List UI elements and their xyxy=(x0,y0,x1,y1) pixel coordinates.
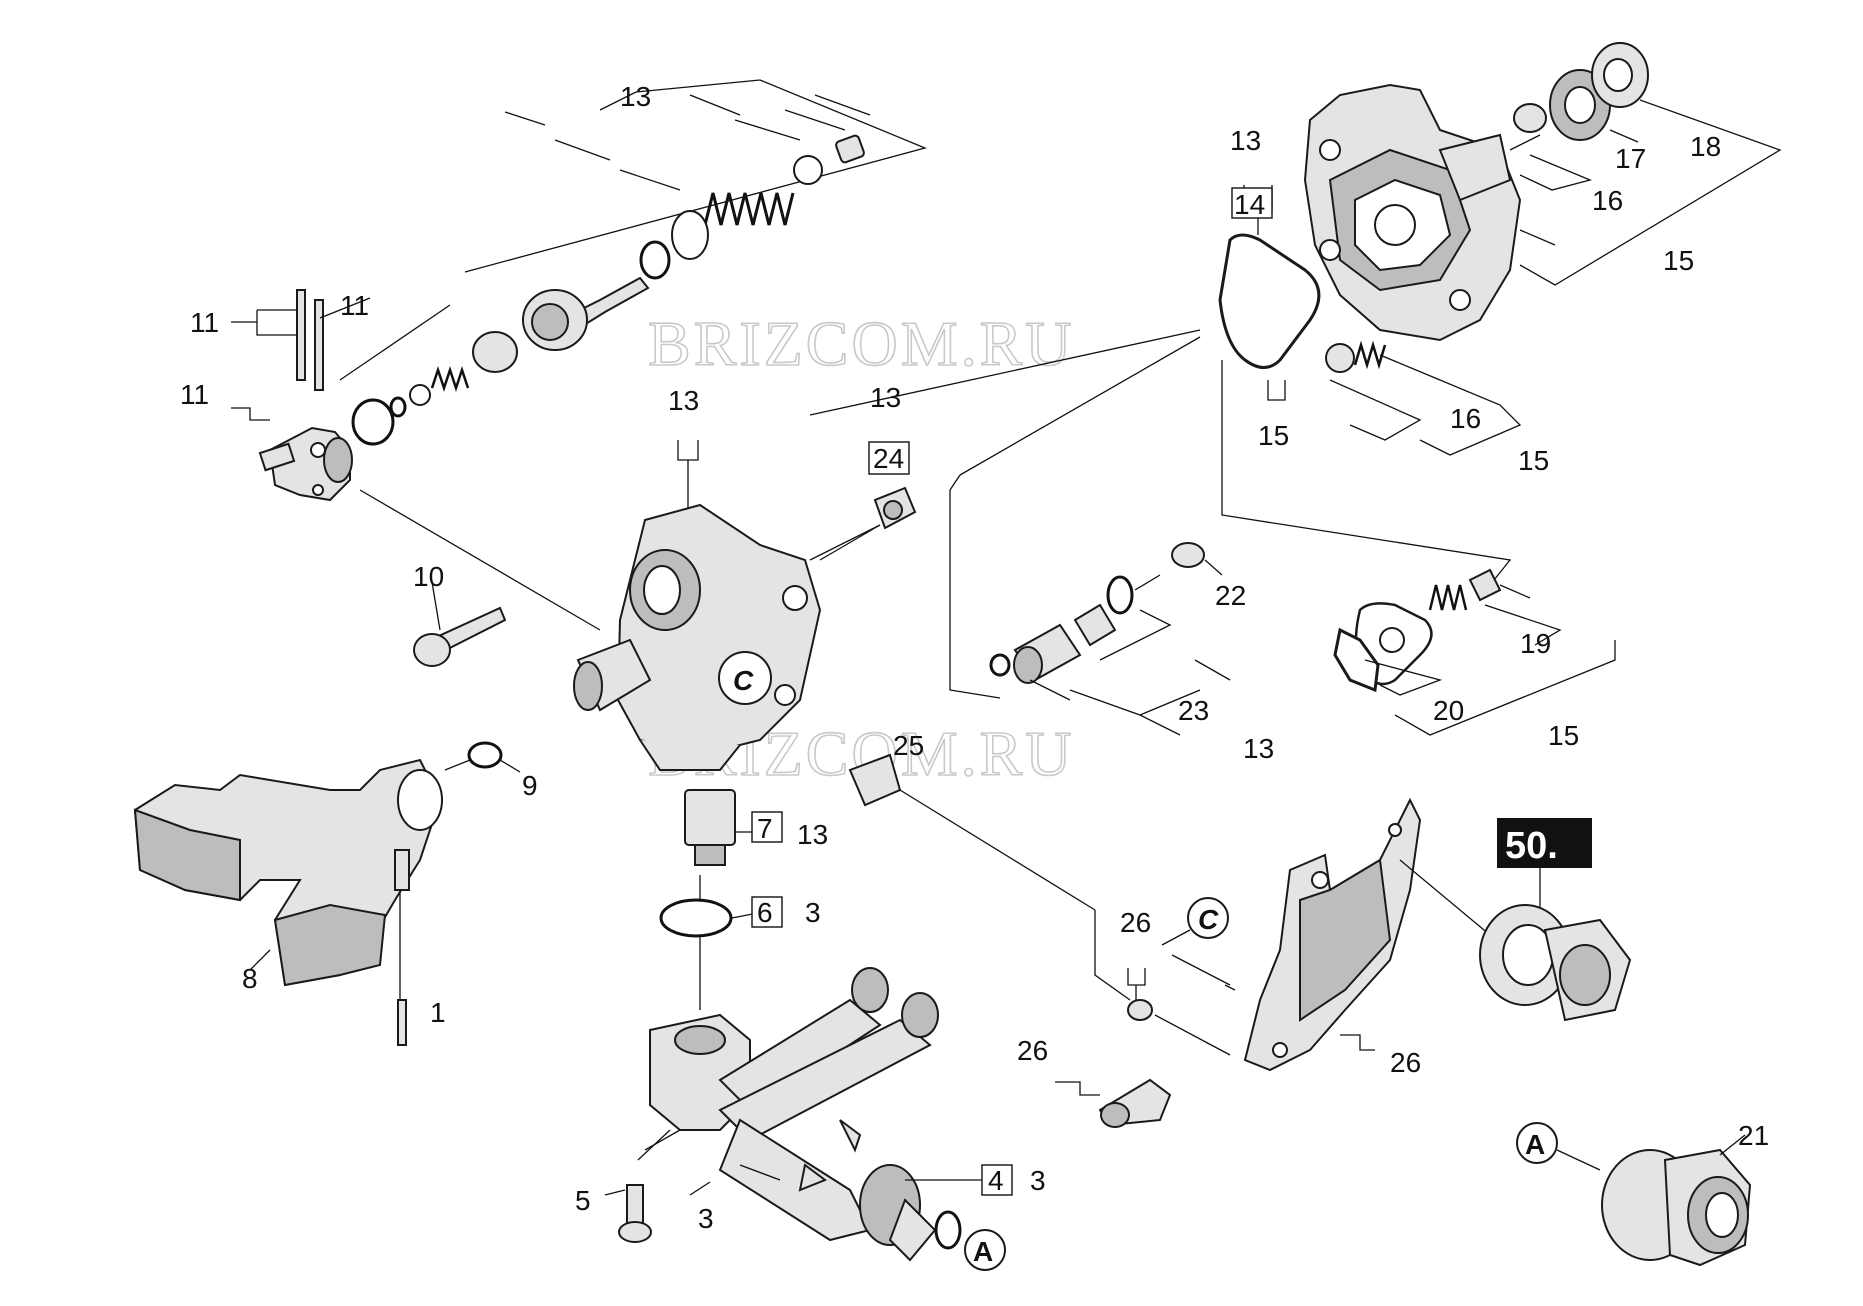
label-11-a: 11 xyxy=(190,307,219,338)
label-17: 17 xyxy=(1615,143,1646,174)
label-15-upper: 15 xyxy=(1663,245,1694,276)
screw-small xyxy=(835,134,865,164)
label-23: 23 xyxy=(1178,695,1209,726)
label-13-right: 13 xyxy=(1230,125,1261,156)
label-1: 1 xyxy=(430,997,446,1028)
callout-a-inlet xyxy=(964,1229,1006,1271)
callout-c-on-body: C xyxy=(733,665,754,696)
gasket-20b xyxy=(1333,627,1380,693)
label-15-under-gasket: 15 xyxy=(1258,420,1289,451)
valve-seat xyxy=(472,331,518,373)
cylinder-head xyxy=(1303,83,1541,342)
callout-c-body xyxy=(718,651,772,705)
label-3-low: 3 xyxy=(698,1203,714,1234)
callout-c-bracket-text: C xyxy=(1198,904,1219,935)
label-8: 8 xyxy=(242,963,258,994)
label-20: 20 xyxy=(1433,695,1464,726)
box-7 xyxy=(751,811,783,843)
pin-1 xyxy=(296,289,306,381)
gasket-14 xyxy=(1218,233,1321,369)
label-11-c: 11 xyxy=(180,379,209,410)
label-24: 24 xyxy=(873,443,904,474)
kit-badge xyxy=(1497,818,1592,868)
small-spring xyxy=(430,366,470,392)
box-14 xyxy=(1231,187,1273,219)
label-13-23: 13 xyxy=(1243,733,1274,764)
label-14: 14 xyxy=(1234,189,1265,220)
hose-connector-21 xyxy=(1601,1148,1752,1267)
label-13-mid: 13 xyxy=(668,385,699,416)
label-9: 9 xyxy=(522,770,538,801)
washer xyxy=(793,155,823,185)
callout-c-bracket xyxy=(1187,897,1229,939)
label-13-7: 13 xyxy=(797,819,828,850)
label-3-6: 3 xyxy=(805,897,821,928)
label-6: 6 xyxy=(757,897,773,928)
label-13-v: 13 xyxy=(870,382,901,413)
label-10: 10 xyxy=(413,561,444,592)
ball xyxy=(409,384,431,406)
pump-head-group: C xyxy=(359,329,1201,771)
label-16-upper: 16 xyxy=(1592,185,1623,216)
box-4 xyxy=(981,1164,1013,1196)
callout-a-inlet-text: A xyxy=(973,1236,993,1267)
o-ring-9 xyxy=(467,741,503,769)
label-7: 7 xyxy=(757,813,773,844)
check-valve-16 xyxy=(1325,340,1522,456)
kit-badge-text: 50. xyxy=(1505,825,1558,867)
mount-bracket-26 xyxy=(1224,797,1422,1072)
pin-1-part xyxy=(397,999,407,1046)
piston-23 xyxy=(949,490,1231,736)
label-5: 5 xyxy=(575,1185,591,1216)
label-11-b: 11 xyxy=(340,290,369,321)
inlet-manifold xyxy=(644,967,985,1262)
label-18: 18 xyxy=(1690,131,1721,162)
label-25: 25 xyxy=(893,730,924,761)
label-3-4: 3 xyxy=(1030,1165,1046,1196)
spring xyxy=(703,192,795,226)
label-22: 22 xyxy=(1215,580,1246,611)
label-26-top: 26 xyxy=(1120,907,1151,938)
label-16-lower: 16 xyxy=(1450,403,1481,434)
label-15-bottom: 15 xyxy=(1548,720,1579,751)
quick-coupling-kit xyxy=(1479,904,1632,1022)
cup-seal xyxy=(671,210,709,260)
o-ring-6 xyxy=(659,898,733,938)
label-26-left: 26 xyxy=(1017,1035,1048,1066)
label-21: 21 xyxy=(1738,1120,1769,1151)
screw-10 xyxy=(413,581,507,667)
part-24 xyxy=(809,445,917,561)
label-26-right: 26 xyxy=(1390,1047,1421,1078)
watermark-top: BRIZCOM.RU xyxy=(648,308,1075,379)
fitting-26a xyxy=(1127,999,1153,1021)
label-13-top: 13 xyxy=(620,81,651,112)
part-7 xyxy=(684,789,762,866)
callout-a-connector xyxy=(1516,1122,1558,1164)
valve-assembly-group xyxy=(231,79,928,502)
callout-a-connector-text: A xyxy=(1525,1129,1545,1160)
part-25 xyxy=(848,753,1131,1001)
screw-5 xyxy=(604,1129,671,1243)
pin-2 xyxy=(314,299,324,391)
label-19: 19 xyxy=(1520,628,1551,659)
handle-bracket-8 xyxy=(133,758,443,1046)
o-ring xyxy=(639,240,671,280)
seal-16 xyxy=(1513,103,1547,133)
label-4: 4 xyxy=(988,1165,1004,1196)
label-15-lower: 15 xyxy=(1518,445,1549,476)
box-6 xyxy=(751,896,783,928)
valve-19 xyxy=(1428,568,1562,646)
box-24 xyxy=(868,441,910,475)
